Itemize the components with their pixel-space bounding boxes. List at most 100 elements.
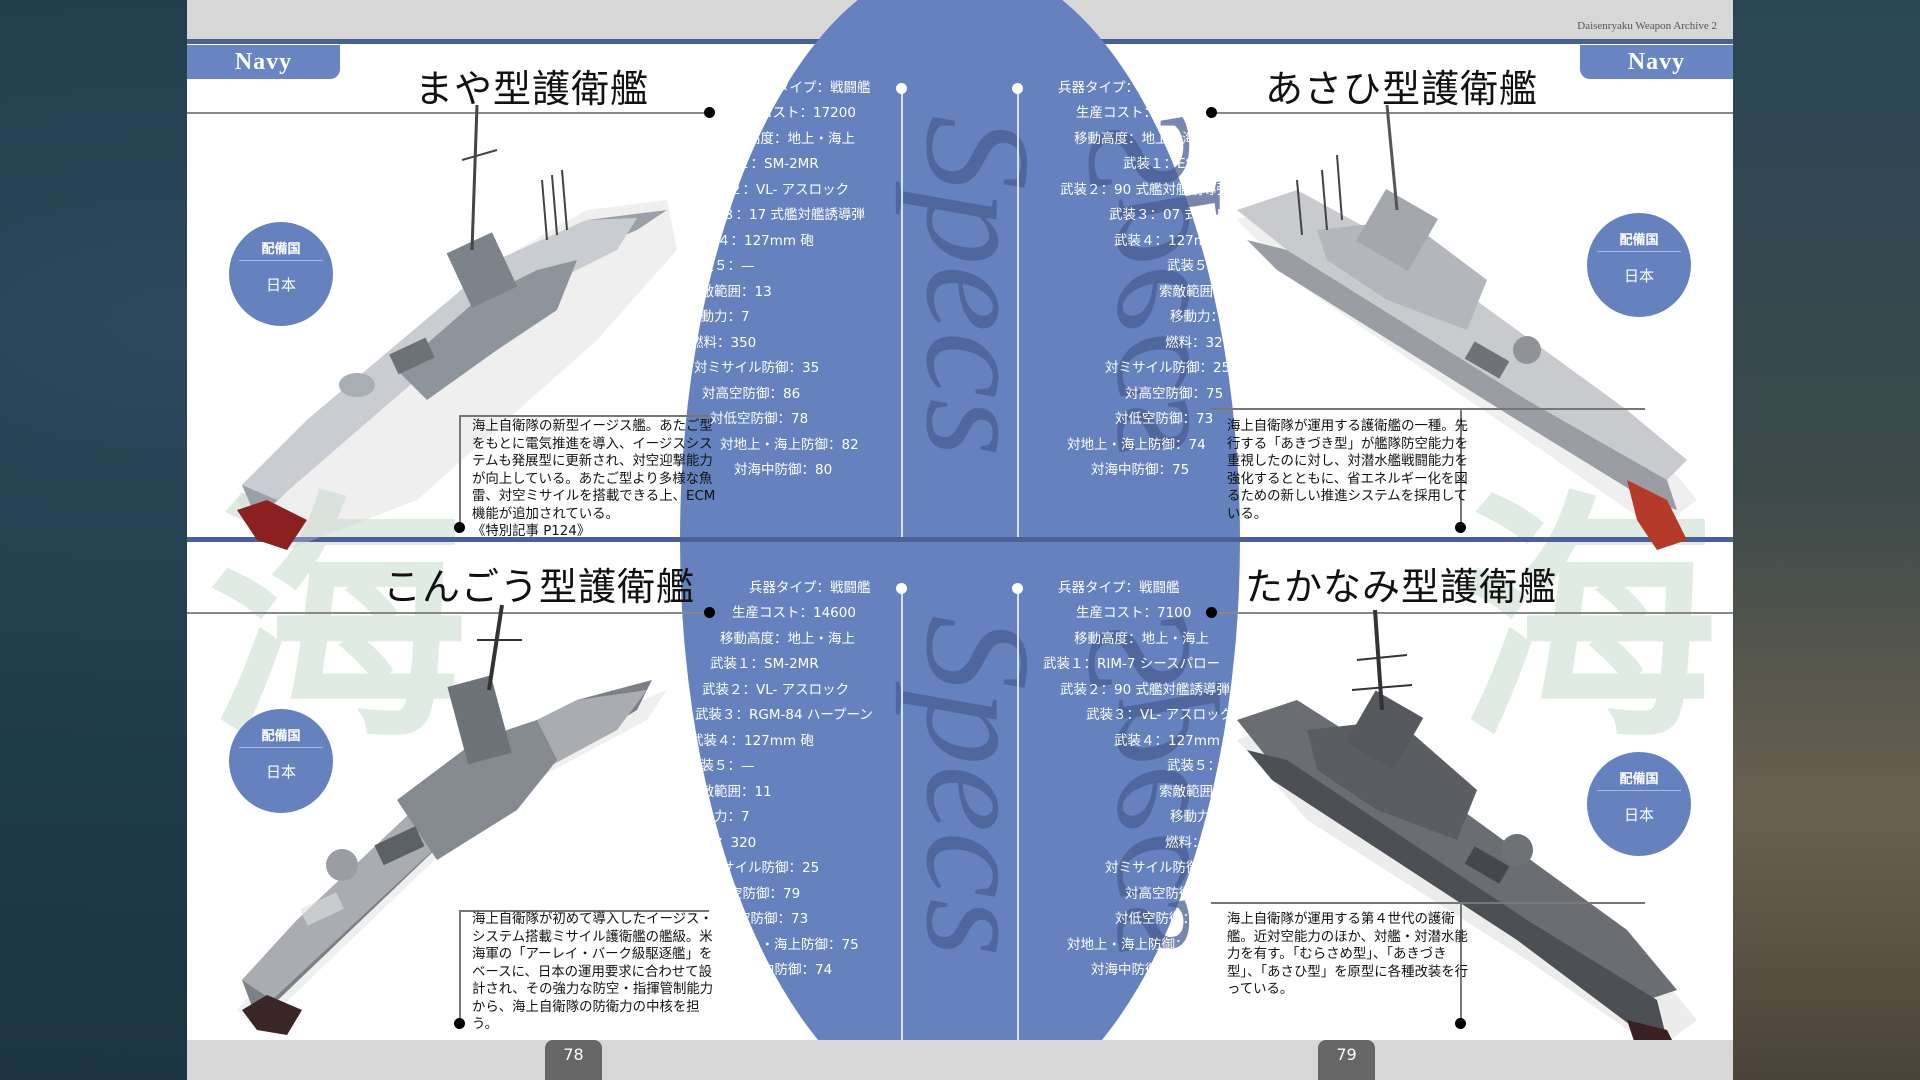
country-value: 日本 bbox=[265, 276, 296, 294]
country-label: 配備国 bbox=[261, 242, 301, 257]
spec-item: 対ミサイル防御：35 bbox=[694, 360, 820, 376]
spec-item: 対ミサイル防御：25 bbox=[1105, 860, 1231, 876]
connector-dot bbox=[454, 1018, 465, 1029]
spec-item: 対低空防御：70 bbox=[1115, 911, 1214, 927]
connector-dot bbox=[454, 522, 465, 533]
spec-item: 武装５：— bbox=[1167, 258, 1235, 274]
description-frame bbox=[1211, 902, 1645, 904]
ship-illustration-kongou bbox=[237, 604, 667, 1035]
spec-item: 武装２：VL- アスロック bbox=[702, 182, 850, 198]
middle-rule bbox=[187, 537, 1733, 542]
country-badge: 配備国 日本 bbox=[229, 709, 333, 813]
spec-connector-line bbox=[1017, 588, 1019, 1040]
spec-connector-dot bbox=[896, 83, 907, 94]
spec-item: 移動高度：地上・海上 bbox=[1074, 631, 1209, 647]
spec-item: 武装１：SM-2MR bbox=[710, 656, 819, 672]
ship-title: こんごう型護衛艦 bbox=[383, 565, 696, 609]
connector-dot bbox=[704, 607, 715, 618]
spec-item: 武装３：07 式 SUM bbox=[1109, 207, 1233, 223]
spec-item: 生産コスト：17200 bbox=[732, 105, 856, 121]
spec-item: 武装１：ESSM bbox=[1123, 156, 1215, 172]
ship-illustration-asahi bbox=[1237, 104, 1697, 550]
description-text: 海上自衛隊が運用する第４世代の護衛艦。近対空能力のほか、対艦・対潜水能力を有す。… bbox=[1227, 912, 1469, 997]
navy-category-tab-right: Navy bbox=[1580, 45, 1733, 79]
spec-item: 燃料：320 bbox=[1165, 335, 1232, 351]
spec-item: 対海中防御：71 bbox=[1091, 962, 1190, 978]
description-frame bbox=[459, 910, 461, 1023]
connector-dot bbox=[704, 107, 715, 118]
spec-item: 対海中防御：80 bbox=[734, 462, 833, 478]
title-underline bbox=[187, 112, 709, 114]
spec-connector-dot bbox=[1012, 583, 1023, 594]
spec-item: 対ミサイル防御：25 bbox=[694, 860, 820, 876]
spec-item: 武装３：VL- アスロック bbox=[1086, 707, 1234, 723]
specs-watermark-bottom-left: Specs bbox=[894, 615, 1061, 957]
badge-divider bbox=[1597, 251, 1681, 252]
ship-illustration-takanami bbox=[1237, 609, 1697, 1075]
spec-item: 武装１：SM-2MR bbox=[710, 156, 819, 172]
spec-item: 武装３：RGM-84 ハープーン bbox=[695, 707, 873, 723]
ship-description: 海上自衛隊が運用する護衛艦の一種。先行する「あきづき型」が艦隊防空能力を重視した… bbox=[1227, 418, 1472, 523]
archive-title: Daisenryaku Weapon Archive 2 bbox=[1577, 20, 1717, 32]
connector-dot bbox=[1455, 1018, 1466, 1029]
specs-center-band bbox=[901, 44, 1019, 1040]
spec-item: 生産コスト：14600 bbox=[732, 605, 856, 621]
country-badge: 配備国 日本 bbox=[229, 222, 333, 326]
spec-item: 武装１：RIM-7 シースパロー bbox=[1043, 656, 1221, 672]
country-value: 日本 bbox=[1623, 806, 1654, 824]
ship-title: たかなみ型護衛艦 bbox=[1245, 565, 1558, 609]
spec-item: 対低空防御：78 bbox=[710, 411, 809, 427]
country-label: 配備国 bbox=[1619, 233, 1659, 248]
spec-item: 対高空防御：75 bbox=[1125, 386, 1224, 402]
spec-item: 武装２：90 式艦対艦誘導弾 bbox=[1060, 682, 1230, 698]
background-right bbox=[1733, 0, 1920, 1080]
spec-item: 武装２：90 式艦対艦誘導弾 bbox=[1060, 182, 1230, 198]
ship-description: 海上自衛隊が初めて導入したイージス・システム搭載ミサイル護衛艦の艦級。米海軍の「… bbox=[472, 911, 717, 1034]
spec-item: 武装２：VL- アスロック bbox=[702, 682, 850, 698]
spec-item: 対地上・海上防御：75 bbox=[720, 937, 859, 953]
spec-item: 対海中防御：75 bbox=[1091, 462, 1190, 478]
spec-item: 武装４：127mm 砲 bbox=[1114, 733, 1238, 749]
country-badge: 配備国 日本 bbox=[1587, 752, 1691, 856]
spec-connector-dot bbox=[896, 583, 907, 594]
description-frame bbox=[1460, 902, 1462, 1023]
spec-item: 対高空防御：86 bbox=[702, 386, 801, 402]
spec-item: 移動高度：地上・海上 bbox=[1074, 131, 1209, 147]
spec-connector-line bbox=[1017, 88, 1019, 538]
spec-item: 生産コスト：7300 bbox=[1076, 105, 1192, 121]
ship-title: まや型護衛艦 bbox=[415, 67, 650, 111]
spec-item: 移動力：7 bbox=[687, 309, 750, 325]
spec-item: 兵器タイプ：戦闘艦 bbox=[749, 80, 871, 96]
spec-item: 索敵範囲：5 bbox=[1159, 784, 1236, 800]
navy-category-tab-left: Navy bbox=[187, 45, 340, 79]
spec-connector-line bbox=[901, 588, 903, 1040]
badge-divider bbox=[239, 260, 323, 261]
magazine-spread: Daisenryaku Weapon Archive 2 海 海 Specs S… bbox=[187, 0, 1733, 1080]
description-text: 海上自衛隊が運用する護衛艦の一種。先行する「あきづき型」が艦隊防空能力を重視した… bbox=[1227, 419, 1469, 522]
spec-item: 移動力：7 bbox=[1170, 309, 1233, 325]
description-frame bbox=[459, 415, 461, 527]
spec-item: 対低空防御：73 bbox=[710, 911, 809, 927]
title-underline bbox=[1211, 612, 1733, 614]
spec-item: 武装５：— bbox=[687, 758, 755, 774]
spec-item: 対地上・海上防御：73 bbox=[1067, 937, 1206, 953]
spec-item: 対高空防御：79 bbox=[702, 886, 801, 902]
reference-link[interactable]: 《特別記事 P124》 bbox=[472, 524, 591, 539]
spec-item: 対海中防御：74 bbox=[734, 962, 833, 978]
spec-item: 武装３：17 式艦対艦誘導弾 bbox=[695, 207, 865, 223]
spec-item: 燃料：320 bbox=[690, 835, 757, 851]
country-value: 日本 bbox=[265, 763, 296, 781]
connector-dot bbox=[1206, 107, 1217, 118]
spec-connector-line bbox=[901, 88, 903, 538]
spec-item: 武装４：127mm 砲 bbox=[1114, 233, 1238, 249]
connector-dot bbox=[1206, 607, 1217, 618]
spec-item: 兵器タイプ：戦闘艦 bbox=[1058, 80, 1180, 96]
description-frame bbox=[1460, 408, 1462, 528]
spec-item: 索敵範囲：13 bbox=[687, 284, 772, 300]
connector-dot bbox=[1455, 522, 1466, 533]
bottom-band bbox=[187, 1040, 1733, 1080]
country-value: 日本 bbox=[1623, 267, 1654, 285]
description-text: 海上自衛隊が初めて導入したイージス・システム搭載ミサイル護衛艦の艦級。米海軍の「… bbox=[472, 912, 714, 1032]
spec-item: 武装５：— bbox=[1167, 758, 1235, 774]
spec-item: 索敵範囲：11 bbox=[687, 784, 772, 800]
